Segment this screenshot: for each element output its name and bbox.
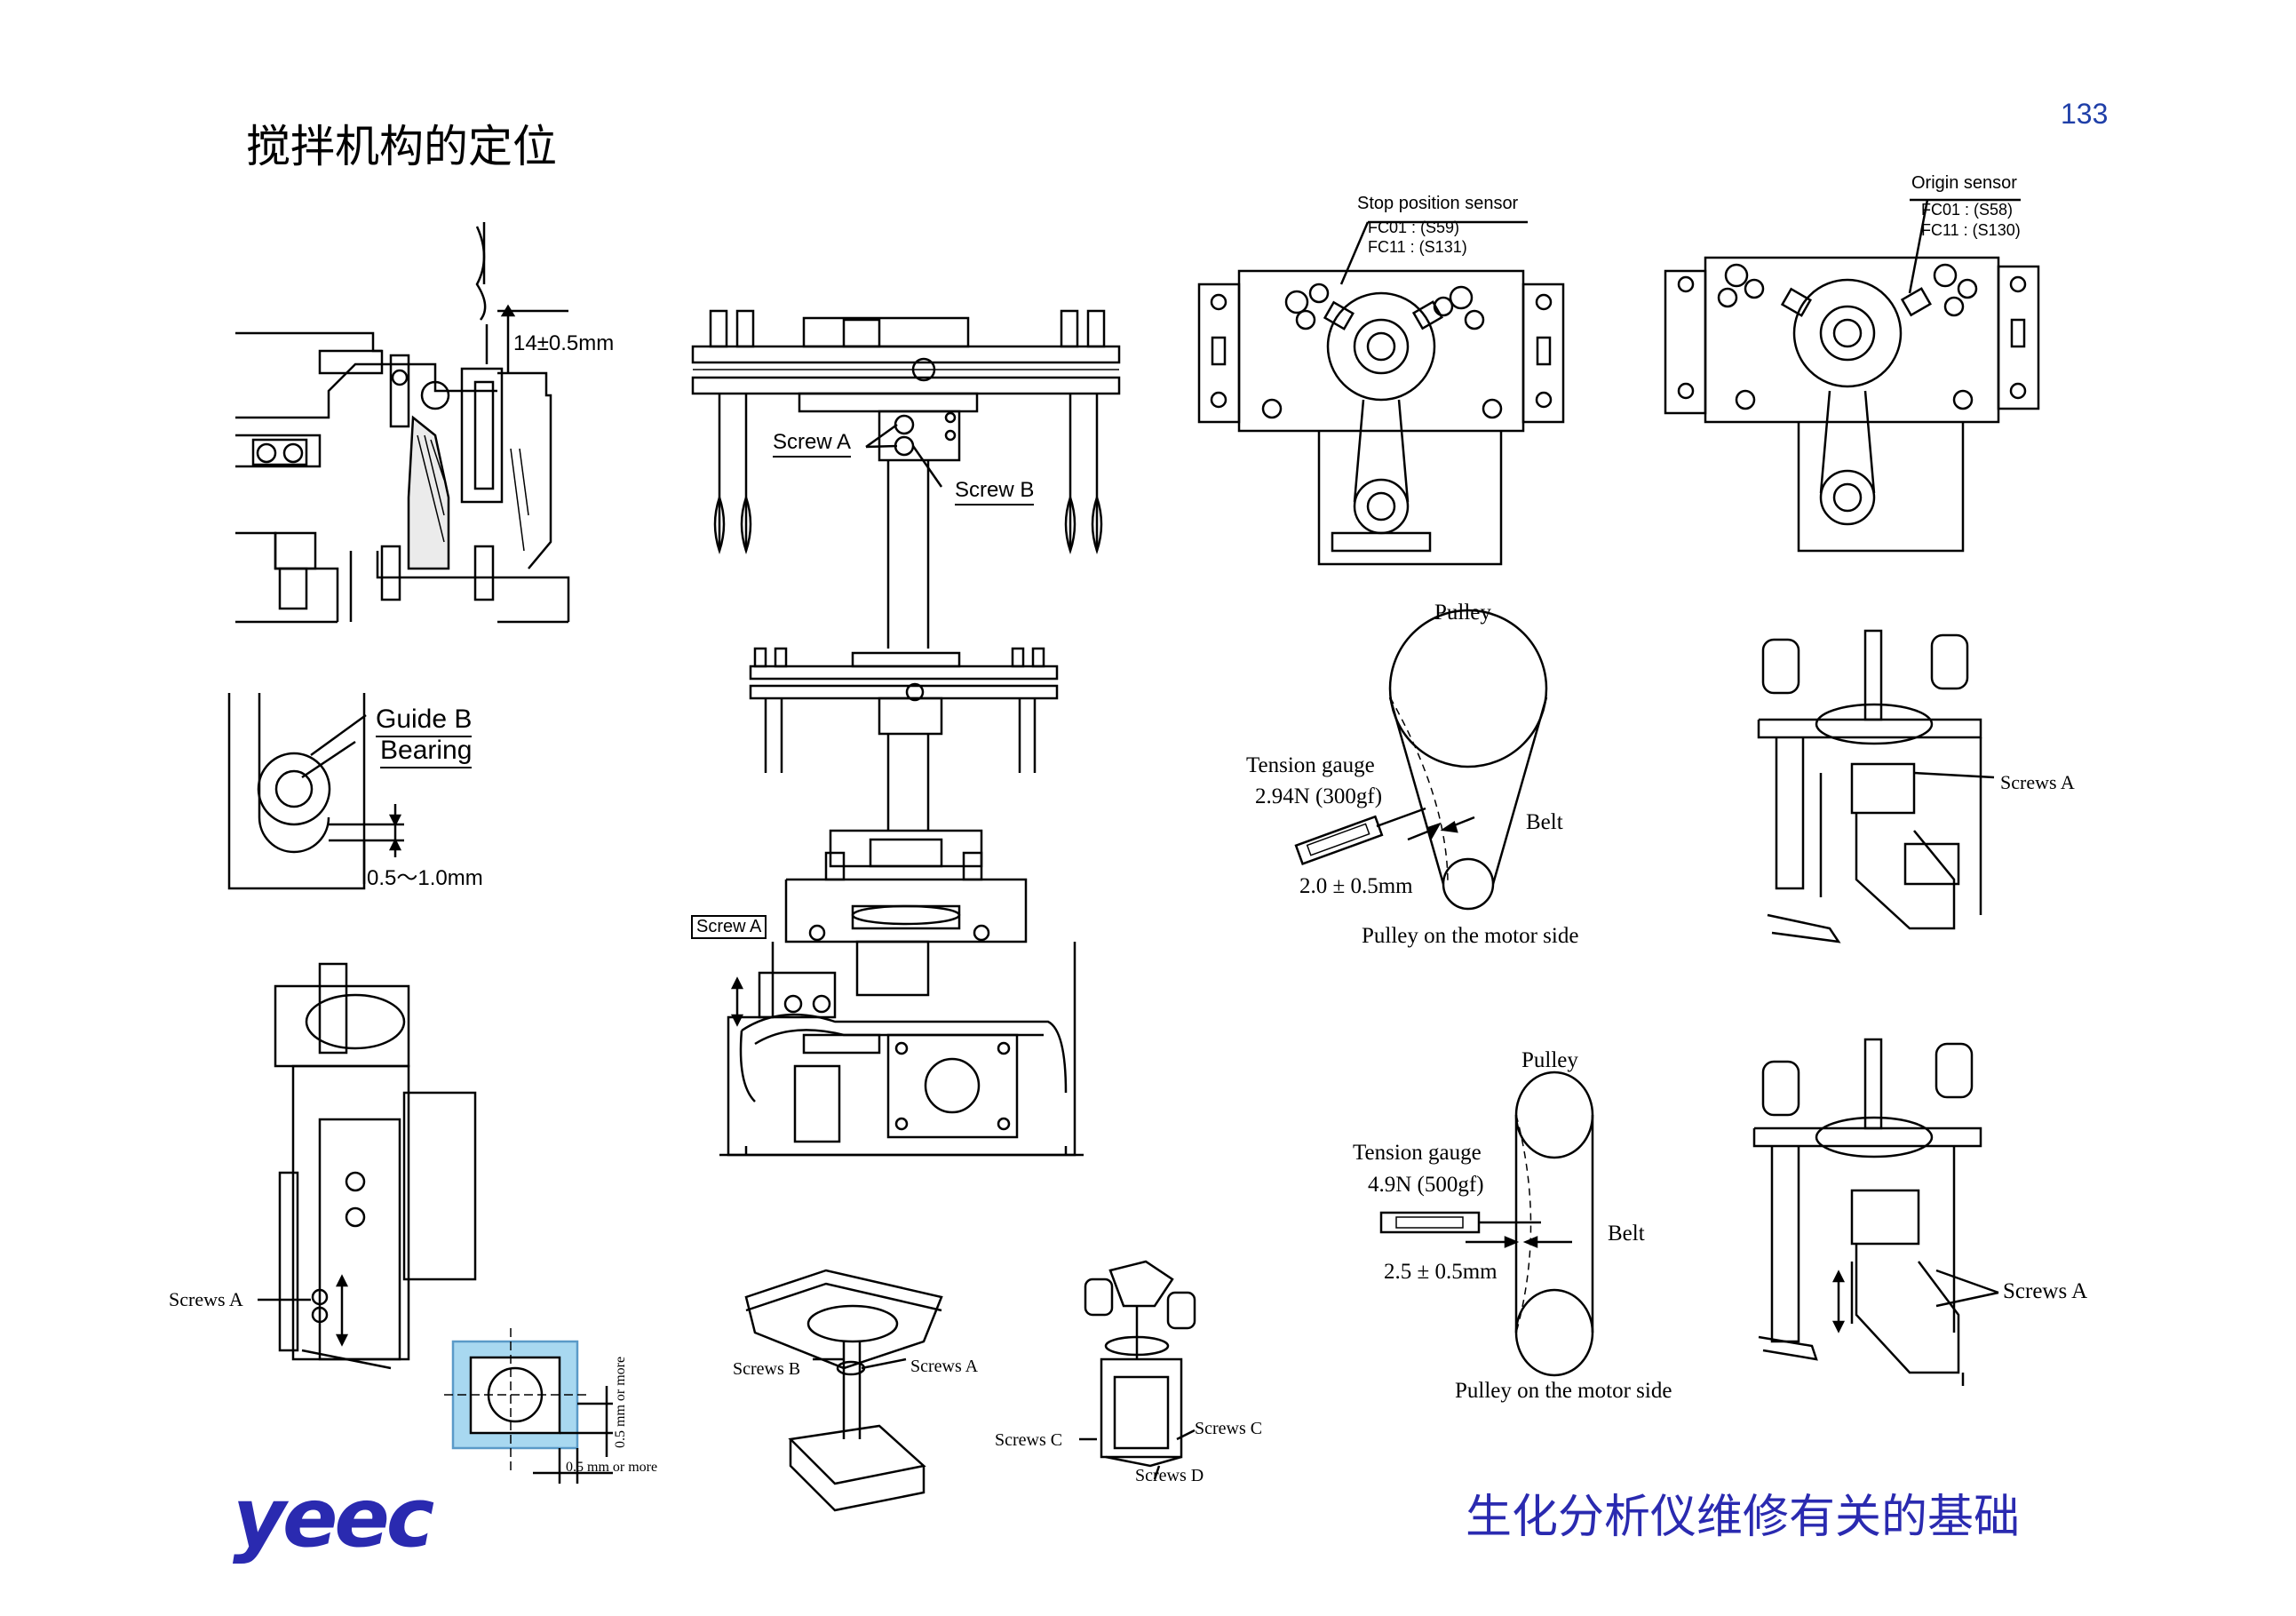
motor-pulley-label-2: Pulley on the motor side: [1455, 1379, 1672, 1403]
screws-c-label-left: Screws C: [995, 1430, 1063, 1450]
motor-pulley-label-1: Pulley on the motor side: [1362, 924, 1579, 948]
stop-sensor-board-figure: [1197, 220, 1565, 566]
pulley-label-2: Pulley: [1521, 1048, 1578, 1072]
screws-a-label-right-2: Screws A: [2003, 1279, 2088, 1303]
belt-tension-diagram-2: [1379, 1071, 1594, 1377]
height-dimension-label: 14±0.5mm: [513, 331, 615, 355]
screws-a-label-left: Screws A: [169, 1288, 243, 1310]
guide-b-label: Guide B: [376, 705, 473, 737]
origin-sensor-board-figure: [1664, 198, 2040, 553]
half-mm-vertical-label: 0.5 mm or more: [613, 1356, 628, 1448]
stop-sensor-fc01: FC01 : (S59): [1368, 219, 1460, 236]
belt-tension-diagram-1: [1294, 609, 1548, 911]
yeec-logo: yeec: [233, 1470, 434, 1565]
deflection-label-2: 2.5 ± 0.5mm: [1384, 1260, 1498, 1284]
stop-sensor-label: Stop position sensor: [1357, 194, 1519, 213]
pulley-label-1: Pulley: [1434, 601, 1491, 625]
screw-a-label-2: Screw A: [691, 915, 767, 939]
bearing-label: Bearing: [380, 736, 473, 768]
deflection-label-1: 2.0 ± 0.5mm: [1299, 874, 1413, 898]
screw-b-label-1: Screw B: [955, 478, 1035, 505]
screws-a-label-bottom: Screws A: [910, 1357, 979, 1376]
tension-gauge-label-2: Tension gauge: [1353, 1141, 1482, 1165]
belt-label-1: Belt: [1526, 810, 1563, 834]
tension-value-label-1: 2.94N (300gf): [1255, 784, 1383, 808]
half-mm-horizontal-label: 0.5 mm or more: [566, 1460, 658, 1475]
tension-gauge-label-1: Tension gauge: [1246, 753, 1375, 777]
screws-d-label: Screws D: [1135, 1466, 1204, 1485]
tension-value-label-2: 4.9N (500gf): [1368, 1173, 1484, 1197]
page-title: 搅拌机构的定位: [246, 121, 557, 172]
origin-sensor-fc01: FC01 : (S58): [1921, 201, 2014, 219]
stirrer-small-assembly-figure: [1079, 1260, 1196, 1480]
screws-a-label-right-1: Screws A: [2000, 771, 2075, 793]
screws-c-label-right: Screws C: [1195, 1419, 1263, 1438]
stirrer-height-section-figure: [235, 222, 570, 624]
stirrer-arm-base-figure: [719, 647, 1084, 1157]
stirrer-bottom-view-figure: [744, 1269, 943, 1512]
footer-caption: 生化分析仪维修有关的基础: [1466, 1491, 2021, 1544]
origin-sensor-label: Origin sensor: [1911, 173, 2017, 193]
centering-inset-figure: [444, 1328, 613, 1484]
belt-label-2: Belt: [1608, 1222, 1645, 1246]
stop-sensor-fc11: FC11 : (S131): [1368, 238, 1467, 256]
page-number: 133: [2061, 98, 2109, 130]
origin-sensor-fc11: FC11 : (S130): [1921, 221, 2021, 239]
guide-bearing-figure: [227, 693, 404, 890]
stirrer-unit-isometric-2: [1752, 1038, 1999, 1386]
screw-a-label-1: Screw A: [773, 430, 852, 458]
screws-b-label-bottom: Screws B: [733, 1359, 801, 1379]
gap-dimension-label: 0.5～1.0mm: [367, 866, 483, 890]
stirrer-unit-left-view: [258, 962, 477, 1370]
stirrer-unit-isometric-1: [1757, 629, 1995, 943]
stirrer-arm-top-figure: [691, 309, 1121, 649]
